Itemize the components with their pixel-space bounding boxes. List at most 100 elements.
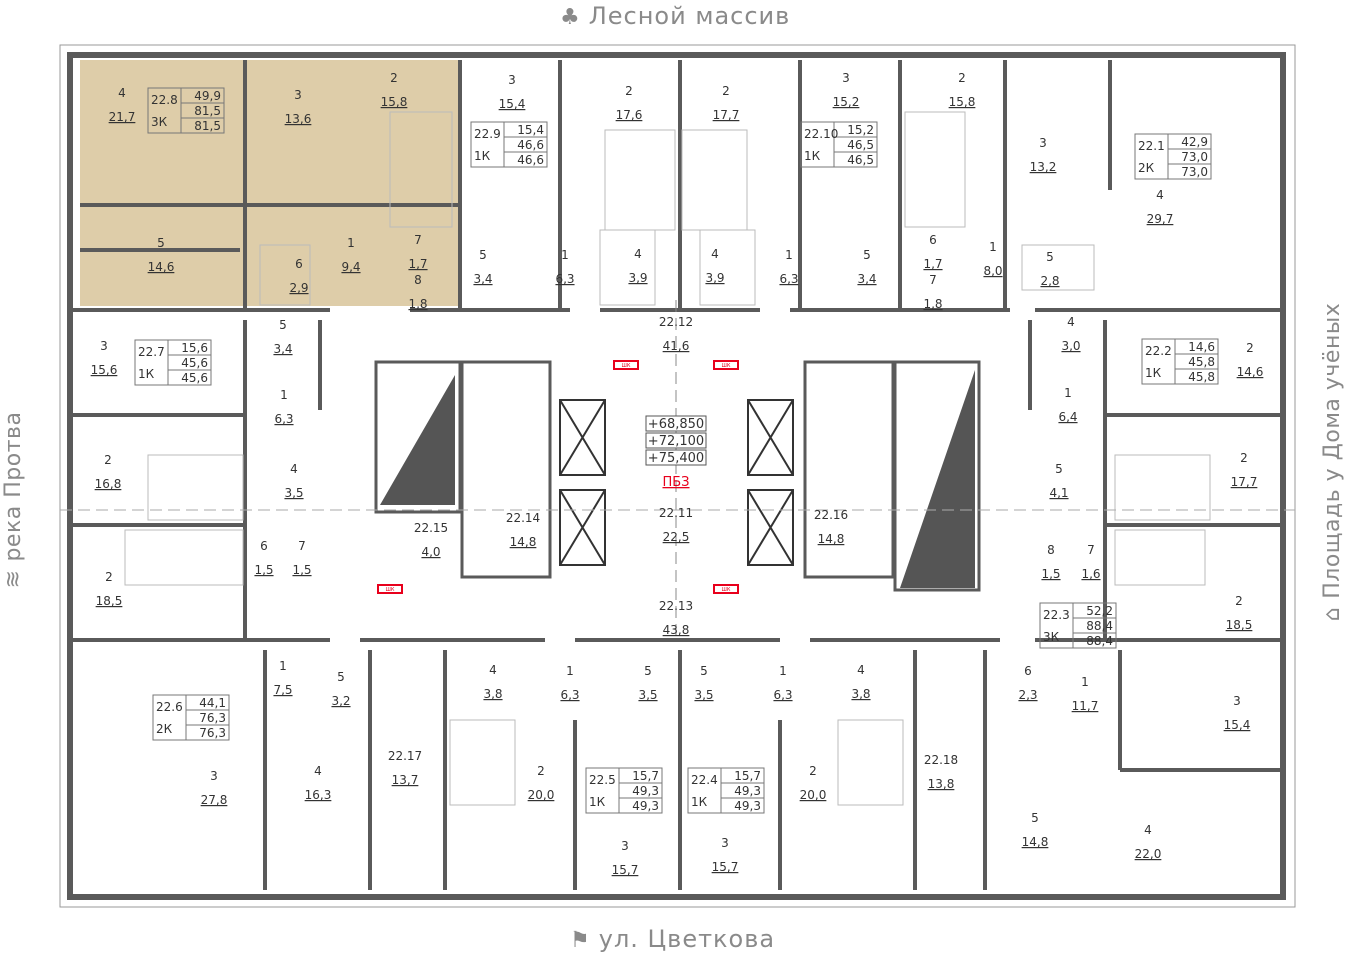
room-area: 1,5: [292, 563, 311, 577]
room-number: 4: [1067, 315, 1075, 329]
room-area: 15,8: [949, 95, 976, 109]
room-area: 18,5: [96, 594, 123, 608]
room-area: 3,4: [273, 342, 292, 356]
room-number: 5: [644, 664, 652, 678]
stairs-right: [803, 360, 895, 579]
apartment-area-value: 73,0: [1181, 165, 1208, 179]
common-area-number: 22.14: [506, 511, 540, 525]
room-number: 7: [929, 273, 937, 287]
apartment-area-value: 45,6: [181, 371, 208, 385]
room-number: 7: [298, 539, 306, 553]
apartment-area-value: 45,8: [1188, 355, 1215, 369]
common-area-number: 22.17: [388, 749, 422, 763]
room-number: 6: [295, 257, 303, 271]
room-area: 17,6: [616, 108, 643, 122]
apartment-area-value: 49,3: [632, 799, 659, 813]
orientation-right: ⌂Площадь у Дома учёных: [1318, 272, 1348, 652]
room-area: 2,8: [1040, 274, 1059, 288]
room-number: 4: [1144, 823, 1152, 837]
room-area: 1,6: [1081, 567, 1100, 581]
square-icon: ⌂: [1320, 606, 1345, 622]
room-area: 2,3: [1018, 688, 1037, 702]
orientation-bottom-label: ул. Цветкова: [598, 925, 776, 953]
room-area: 15,2: [833, 95, 860, 109]
room-number: 3: [721, 836, 729, 850]
apartment-type: 1К: [138, 367, 155, 381]
apartment-info-box[interactable]: [1039, 602, 1117, 649]
apartment-type: 3К: [151, 115, 168, 129]
room-area: 22,0: [1135, 847, 1162, 861]
room-area: 14,8: [1022, 835, 1049, 849]
room-area: 15,8: [381, 95, 408, 109]
room-number: 5: [1031, 811, 1039, 825]
common-area-size: 14,8: [510, 535, 537, 549]
apartment-info-box[interactable]: [147, 87, 225, 134]
apartment-info-box[interactable]: [585, 767, 663, 814]
room-number: 3: [100, 339, 108, 353]
common-area-number: 22.12: [659, 315, 693, 329]
room-area: 13,6: [285, 112, 312, 126]
apartment-info-box[interactable]: [687, 767, 765, 814]
room-area: 3,5: [638, 688, 657, 702]
fire-safety-zone-label: ПБЗ: [662, 475, 689, 490]
room-number: 8: [414, 273, 422, 287]
apartment-info-box[interactable]: [470, 121, 548, 168]
apartment-type: 1К: [589, 795, 606, 809]
room-number: 2: [958, 71, 966, 85]
room-number: 1: [566, 664, 574, 678]
room-area: 1,5: [1041, 567, 1060, 581]
apartment-number: 22.8: [151, 93, 178, 107]
room-area: 17,7: [713, 108, 740, 122]
room-number: 2: [722, 84, 730, 98]
room-number: 4: [857, 663, 865, 677]
room-area: 3,8: [851, 687, 870, 701]
apartment-info-box[interactable]: [800, 121, 878, 168]
apartment-area-value: 76,3: [199, 726, 226, 740]
room-number: 4: [634, 247, 642, 261]
room-area: 13,2: [1030, 160, 1057, 174]
common-area-number: 22.11: [659, 506, 693, 520]
room-number: 4: [489, 663, 497, 677]
apartment-area-value: 76,3: [199, 711, 226, 725]
room-number: 3: [1233, 694, 1241, 708]
shk-label: ШК: [722, 363, 731, 369]
room-area: 3,4: [473, 272, 492, 286]
apartment-area-value: 88,4: [1086, 634, 1113, 648]
outer-wall: [67, 52, 1286, 900]
apartment-number: 22.3: [1043, 608, 1070, 622]
elevation-mark-box: [645, 432, 707, 449]
room-area: 27,8: [201, 793, 228, 807]
room-number: 6: [260, 539, 268, 553]
apartment-info-box[interactable]: [134, 339, 212, 386]
apartment-type: 1К: [804, 149, 821, 163]
apartment-area-value: 49,3: [734, 784, 761, 798]
apartment-type: 1К: [691, 795, 708, 809]
common-area-size: 14,8: [818, 532, 845, 546]
apartment-info-box[interactable]: [1141, 338, 1219, 385]
room-area: 17,7: [1231, 475, 1258, 489]
room-area: 20,0: [528, 788, 555, 802]
apartment-info-box[interactable]: [152, 694, 230, 741]
apartment-area-value: 88,4: [1086, 619, 1113, 633]
apartment-type: 1К: [1145, 366, 1162, 380]
room-number: 5: [863, 248, 871, 262]
room-number: 2: [390, 71, 398, 85]
apartment-area-value: 15,7: [734, 769, 761, 783]
orientation-bottom: ⚑ул. Цветкова: [570, 925, 775, 953]
apartment-number: 22.7: [138, 345, 165, 359]
room-area: 9,4: [341, 260, 360, 274]
apartment-info-box[interactable]: [1134, 133, 1212, 180]
room-area: 3,0: [1061, 339, 1080, 353]
room-area: 6,3: [560, 688, 579, 702]
room-number: 7: [414, 233, 422, 247]
elevation-mark-box: [645, 415, 707, 432]
room-area: 15,4: [499, 97, 526, 111]
room-number: 2: [1246, 341, 1254, 355]
room-number: 1: [280, 388, 288, 402]
river-icon: ≋: [1, 569, 26, 589]
room-area: 14,6: [148, 260, 175, 274]
apartment-area-value: 46,6: [517, 138, 544, 152]
orientation-left: ≋река Протва: [0, 370, 29, 630]
highlighted-apartment-area[interactable]: [80, 60, 458, 306]
room-number: 2: [537, 764, 545, 778]
